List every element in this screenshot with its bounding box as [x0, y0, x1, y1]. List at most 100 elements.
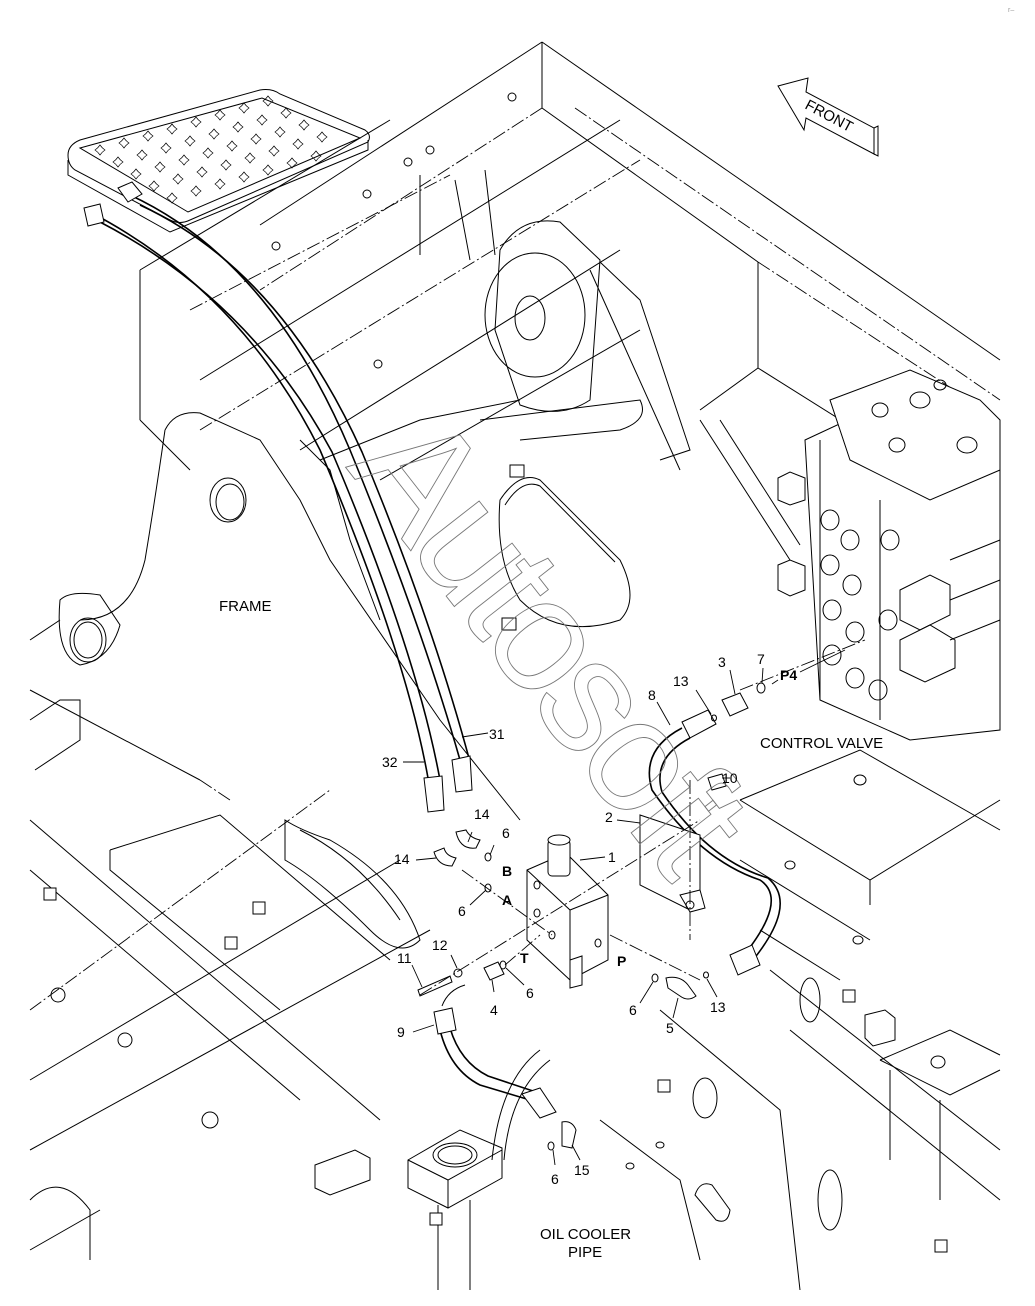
watermark: Autosoft — [318, 377, 787, 906]
valve-port — [842, 574, 862, 596]
callout-9: 9 — [397, 1024, 405, 1040]
anti-slip-hole — [232, 121, 244, 133]
bolt-hole — [362, 189, 372, 199]
bolt-hole — [507, 92, 517, 102]
anti-slip-hole — [136, 149, 148, 161]
elbow-5 — [665, 976, 697, 1000]
nut-marker — [934, 1239, 948, 1253]
hose-9 — [433, 984, 557, 1119]
anti-slip-hole — [190, 185, 202, 197]
valve-port — [822, 599, 842, 621]
anti-slip-hole — [160, 142, 172, 154]
lower-chassis — [29, 789, 551, 1290]
bolt-10 — [707, 773, 727, 791]
anti-slip-hole — [244, 152, 256, 164]
anti-slip-hole — [112, 156, 124, 168]
callouts: 1 2 3 4 5 6 6 6 6 6 7 8 9 10 11 12 13 13 — [382, 649, 846, 1187]
valve-port — [845, 667, 865, 689]
caption-frame: FRAME — [219, 598, 272, 615]
anti-slip-hole — [196, 166, 208, 178]
callout-12: 12 — [432, 937, 448, 953]
callout-6a: 6 — [502, 825, 510, 841]
anti-slip-hole — [298, 119, 310, 131]
step-plate — [67, 89, 370, 233]
anti-slip-hole — [238, 171, 250, 183]
nut-marker — [252, 901, 266, 915]
caption-oil-cooler-1: OIL COOLER — [540, 1226, 631, 1243]
callout-31: 31 — [489, 726, 505, 742]
port-label-p4: P4 — [780, 667, 797, 683]
corner-mark: r– — [1008, 7, 1014, 14]
callout-2: 2 — [605, 809, 613, 825]
upper-frame-structure — [139, 41, 1001, 521]
valve-port — [822, 644, 842, 666]
bracket-2 — [639, 780, 706, 940]
anti-slip-hole — [220, 159, 232, 171]
nut-marker — [657, 1079, 671, 1093]
fittings — [417, 639, 866, 1151]
o-ring-13 — [711, 714, 717, 722]
callout-13a: 13 — [673, 673, 689, 689]
anti-slip-hole — [280, 107, 292, 119]
valve-port — [880, 529, 900, 551]
anti-slip-hole — [274, 126, 286, 138]
valve-port — [840, 529, 860, 551]
callout-6c: 6 — [526, 985, 534, 1001]
fitting-3 — [721, 692, 749, 717]
nut-marker — [224, 936, 238, 950]
hose-end-fitting — [423, 775, 445, 813]
anti-slip-hole — [166, 192, 178, 204]
boom-pivot-bracket — [479, 220, 801, 561]
elbow-14 — [455, 829, 481, 849]
anti-slip-hole — [262, 164, 274, 176]
anti-slip-hole — [286, 157, 298, 169]
right-chassis — [599, 749, 1001, 1291]
port-label-b: B — [502, 863, 512, 879]
front-direction-arrow: FRONT — [777, 77, 879, 157]
anti-slip-hole — [130, 168, 142, 180]
bolt-hole — [271, 241, 281, 251]
watermark-text: Autosoft — [319, 378, 787, 906]
anti-slip-hole — [172, 173, 184, 185]
elbow-14 — [433, 847, 457, 867]
valve-port — [820, 554, 840, 576]
anti-slip-hole — [226, 140, 238, 152]
anti-slip-hole — [316, 131, 328, 143]
nut-marker — [509, 464, 525, 478]
anti-slip-hole — [256, 114, 268, 126]
anti-slip-hole — [238, 102, 250, 114]
valve-port — [820, 509, 840, 531]
hose-8 — [648, 709, 781, 976]
nut-marker — [429, 1212, 443, 1226]
caption-control-valve: CONTROL VALVE — [760, 735, 883, 752]
port-label-a: A — [502, 892, 512, 908]
fitting-15 — [561, 1121, 577, 1149]
callout-10: 10 — [722, 770, 738, 786]
anti-slip-hole — [292, 138, 304, 150]
anti-slip-hole — [262, 95, 274, 107]
callout-1: 1 — [608, 849, 616, 865]
anti-slip-hole — [148, 180, 160, 192]
callout-4: 4 — [490, 1002, 498, 1018]
boom-frame — [29, 399, 631, 821]
callout-13b: 13 — [710, 999, 726, 1015]
anti-slip-hole — [214, 178, 226, 190]
o-ring-7 — [756, 682, 766, 694]
caption-oil-cooler-2: PIPE — [568, 1244, 602, 1261]
bolt-hole — [425, 145, 435, 155]
hose-end-fitting — [83, 203, 105, 227]
callout-6b: 6 — [458, 903, 466, 919]
hose-end-fitting — [117, 181, 143, 203]
anti-slip-hole — [184, 135, 196, 147]
valve-port — [868, 679, 888, 701]
anti-slip-hole — [214, 109, 226, 121]
hose-32 — [83, 203, 445, 813]
fitting-4 — [483, 961, 505, 981]
callout-15: 15 — [574, 1162, 590, 1178]
nut-marker — [501, 617, 517, 631]
callout-32: 32 — [382, 754, 398, 770]
anti-slip-hole — [154, 161, 166, 173]
washer-12 — [453, 968, 463, 978]
callout-6e: 6 — [551, 1171, 559, 1187]
